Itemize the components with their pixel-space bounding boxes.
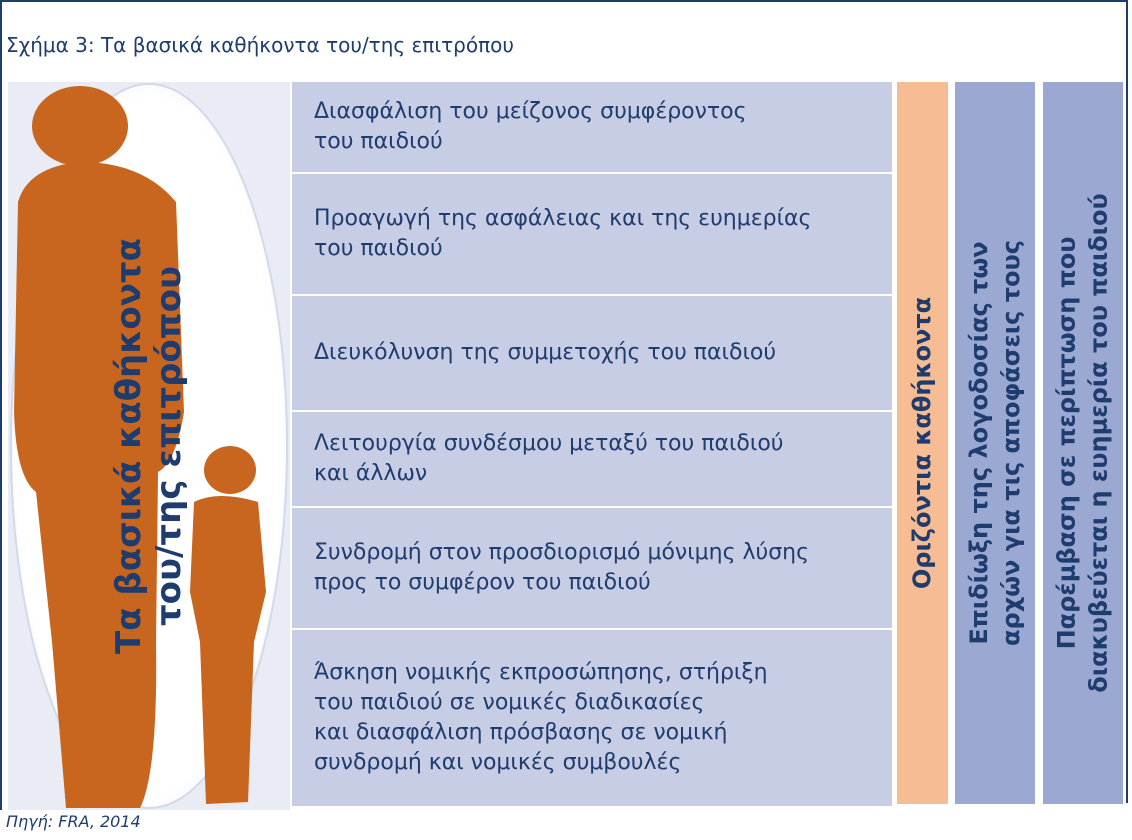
accountability-line1: Επιδίωξη της λογοδοσίας των bbox=[965, 241, 994, 645]
person-silhouette-illustration bbox=[8, 82, 290, 810]
oval-title-line2: του/της επιτρόπου bbox=[149, 266, 189, 627]
accountability-column: Επιδίωξη της λογοδοσίας των αρχών για τι… bbox=[955, 82, 1035, 804]
duty-text: Άσκηση νομικής εκπροσώπησης, στήριξη του… bbox=[314, 660, 768, 775]
horizontal-duties-label: Οριζόντια καθήκοντα bbox=[908, 296, 937, 590]
accountability-line2: αρχών για τις αποφάσεις τους bbox=[997, 240, 1026, 646]
duty-item: Άσκηση νομικής εκπροσώπησης, στήριξη του… bbox=[292, 630, 892, 806]
duty-item: Προαγωγή της ασφάλειας και της ευημερίας… bbox=[292, 174, 892, 296]
duty-item: Διευκόλυνση της συμμετοχής του παιδιού bbox=[292, 296, 892, 412]
intervention-line2: διακυβεύεται η ευημερία του παιδιού bbox=[1085, 193, 1114, 693]
duties-list: Διασφάλιση του μείζονος συμφέροντος του … bbox=[292, 82, 892, 806]
duty-item: Συνδρομή στον προσδιορισμό μόνιμης λύσης… bbox=[292, 508, 892, 630]
duty-text: Προαγωγή της ασφάλειας και της ευημερίας… bbox=[314, 206, 812, 261]
horizontal-duties-column: Οριζόντια καθήκοντα bbox=[897, 82, 948, 804]
duty-item: Λειτουργία συνδέσμου μεταξύ του παιδιού … bbox=[292, 412, 892, 508]
intervention-line1: Παρέμβαση σε περίπτωση που bbox=[1053, 236, 1082, 650]
intervention-column: Παρέμβαση σε περίπτωση που διακυβεύεται … bbox=[1043, 82, 1123, 804]
frame-left-rule bbox=[0, 0, 2, 810]
duty-text: Λειτουργία συνδέσμου μεταξύ του παιδιού … bbox=[314, 431, 784, 486]
duty-item: Διασφάλιση του μείζονος συμφέροντος του … bbox=[292, 82, 892, 174]
duty-text: Συνδρομή στον προσδιορισμό μόνιμης λύσης… bbox=[314, 540, 810, 595]
intervention-label: Παρέμβαση σε περίπτωση που διακυβεύεται … bbox=[1051, 193, 1115, 692]
duty-text: Διασφάλιση του μείζονος συμφέροντος του … bbox=[314, 99, 747, 154]
figure-title: Σχήμα 3: Τα βασικά καθήκοντα του/της επι… bbox=[6, 33, 514, 57]
duty-text: Διευκόλυνση της συμμετοχής του παιδιού bbox=[314, 340, 777, 365]
duties-oval-graphic: Τα βασικά καθήκοντα του/της επιτρόπου bbox=[8, 82, 290, 810]
oval-title: Τα βασικά καθήκοντα του/της επιτρόπου bbox=[84, 96, 214, 796]
accountability-label: Επιδίωξη της λογοδοσίας των αρχών για τι… bbox=[963, 240, 1027, 646]
figure-source: Πηγή: FRA, 2014 bbox=[6, 812, 141, 831]
oval-title-line1: Τα βασικά καθήκοντα bbox=[109, 238, 149, 654]
figure-frame bbox=[0, 0, 1128, 803]
